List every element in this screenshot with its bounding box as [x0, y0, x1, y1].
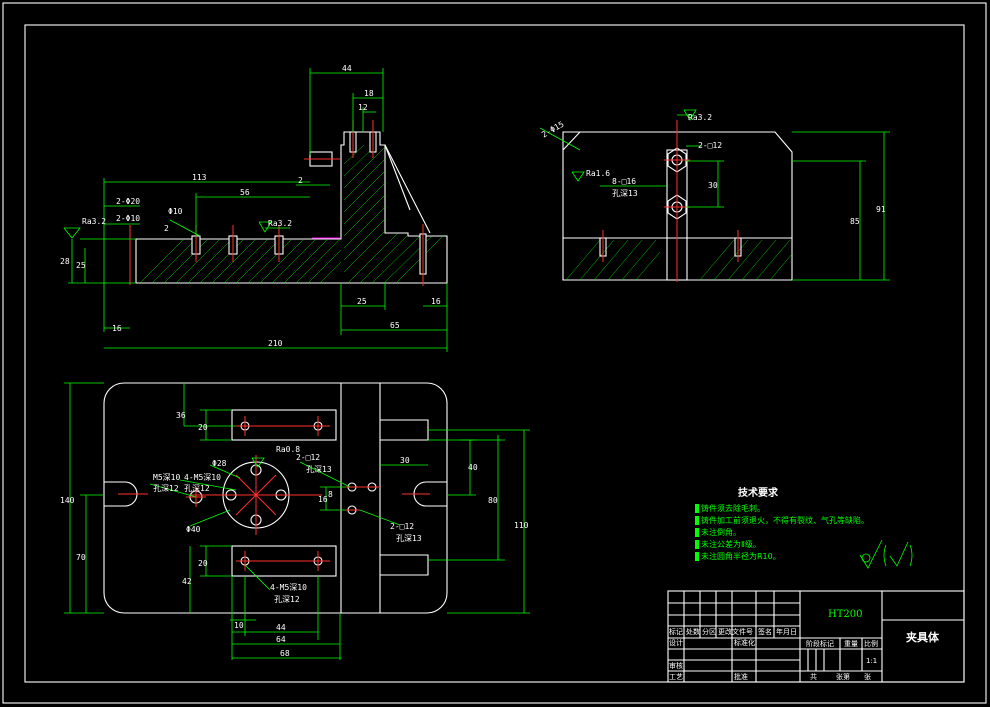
dim-16c: 16 — [318, 495, 328, 504]
dim-phi28: Φ28 — [212, 459, 227, 468]
ra-16: Ra1.6 — [586, 169, 610, 178]
tb-total: 共 — [810, 672, 817, 681]
ra-mid: Ra3.2 — [268, 219, 292, 228]
tb-scale-value: 1:1 — [866, 657, 877, 665]
dim-8: 8 — [328, 490, 333, 499]
dim-80: 80 — [488, 496, 498, 505]
tech-item-3: 未注倒角。 — [701, 527, 741, 537]
tech-requirements: 技术要求 铸件须去除毛刺。 铸件加工前须退火，不得有裂纹、气孔等缺陷。 未注倒角… — [695, 486, 869, 561]
dim-20a: 20 — [198, 423, 208, 432]
tech-title: 技术要求 — [738, 486, 779, 499]
ra-left: Ra3.2 — [82, 217, 106, 226]
tb-sheet-word: 张第 — [836, 672, 850, 681]
dim-kong12a: 孔深12 — [153, 484, 179, 493]
dim-65: 65 — [390, 321, 400, 330]
dim-m5b: 4-M5深10 — [184, 473, 221, 482]
top-view: 36 20 20 42 140 70 M5深10 孔深12 4-M5深10 孔深… — [60, 382, 530, 660]
dim-12: 12 — [358, 103, 368, 112]
dim-25v: 25 — [76, 261, 86, 270]
tb-sheet-end: 张 — [864, 672, 871, 681]
dim-91: 91 — [876, 205, 886, 214]
dim-2phi10: 2-Φ10 — [116, 214, 140, 223]
tb-approve: 批准 — [734, 672, 748, 681]
dim-sq12: 2-□12 — [698, 141, 722, 150]
dim-m5c: 4-M5深10 — [270, 583, 307, 592]
side-body — [562, 131, 793, 281]
tb-zone: 分区 — [702, 627, 716, 636]
tb-docno: 更改文件号 — [718, 627, 753, 636]
dim-16b: 16 — [112, 324, 122, 333]
dim-68: 68 — [280, 649, 290, 658]
dim-30a: 30 — [708, 181, 718, 190]
dim-85: 85 — [850, 217, 860, 226]
dim-phi10: Φ10 — [168, 207, 183, 216]
tech-item-5: 未注圆角半径为R10。 — [701, 551, 781, 561]
tb-design: 设计 — [669, 638, 683, 647]
side-view: 2-Φ15 Ra3.2 Ra1.6 2-□12 8-□16 孔深13 30 85… — [539, 109, 890, 282]
dim-42: 42 — [182, 577, 192, 586]
dim-kong13c: 孔深13 — [396, 534, 422, 543]
tb-sign: 签名 — [758, 627, 772, 636]
front-view: 44 18 12 113 56 2-Φ20 2-Φ10 Φ10 2 2 Ra3.… — [60, 64, 448, 352]
tb-std: 标准化 — [734, 638, 755, 647]
tb-mark: 标记 — [669, 627, 683, 636]
tech-item-1: 铸件须去除毛刺。 — [701, 503, 765, 513]
dim-sq12b: 2-□12 — [296, 453, 320, 462]
dim-sq12c: 2-□12 — [390, 522, 414, 531]
dim-10: 10 — [234, 621, 244, 630]
dim-30b: 30 — [400, 456, 410, 465]
tb-review: 审核 — [669, 661, 683, 670]
dim-56: 56 — [240, 188, 250, 197]
dim-2a: 2 — [164, 224, 169, 233]
dim-sq16: 8-□16 — [612, 177, 636, 186]
dim-kong13: 孔深13 — [612, 189, 638, 198]
dim-28: 28 — [60, 257, 70, 266]
dim-44: 44 — [342, 64, 352, 73]
tb-process: 工艺 — [669, 673, 683, 681]
tb-date: 年月日 — [776, 627, 797, 636]
tech-item-2: 铸件加工前须退火，不得有裂纹、气孔等缺陷。 — [701, 515, 869, 525]
dim-16a: 16 — [431, 297, 441, 306]
dim-140: 140 — [60, 496, 75, 505]
tb-weight: 重量 — [844, 640, 858, 648]
dim-64: 64 — [276, 635, 286, 644]
dim-70: 70 — [76, 553, 86, 562]
dim-kong13b: 孔深13 — [306, 465, 332, 474]
dim-2phi20: 2-Φ20 — [116, 197, 140, 206]
dim-44b: 44 — [276, 623, 286, 632]
dim-m5a: M5深10 — [153, 473, 180, 482]
dim-113: 113 — [192, 173, 207, 182]
tb-scale: 比例 — [864, 639, 878, 648]
tb-stage: 阶段标记 — [806, 639, 834, 648]
dim-2b: 2 — [298, 176, 303, 185]
ra-top: Ra3.2 — [688, 113, 712, 122]
dim-40: 40 — [468, 463, 478, 472]
dim-phi40: Φ40 — [186, 525, 201, 534]
tb-part-name: 夹具体 — [906, 630, 940, 644]
dim-20b: 20 — [198, 559, 208, 568]
dim-110: 110 — [514, 521, 529, 530]
dim-kong12b: 孔深12 — [184, 484, 210, 493]
ra-08: Ra0.8 — [276, 445, 300, 454]
tb-material: HT200 — [828, 609, 862, 620]
top-body — [103, 382, 448, 614]
dim-210: 210 — [268, 339, 283, 348]
dim-25h: 25 — [357, 297, 367, 306]
tb-count: 处数 — [686, 627, 700, 636]
dim-kong12c: 孔深12 — [274, 595, 300, 604]
dim-36: 36 — [176, 411, 186, 420]
surface-symbol — [859, 539, 913, 569]
tech-item-4: 未注公差为Ⅱ级。 — [701, 539, 761, 549]
dim-18: 18 — [364, 89, 374, 98]
inner-frame — [24, 24, 965, 683]
title-block: HT200 夹具体 标记 处数 分区 更改文件号 签名 年月日 设计 标准化 阶… — [667, 590, 965, 683]
